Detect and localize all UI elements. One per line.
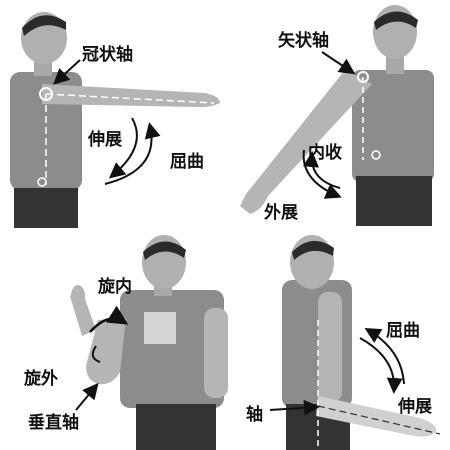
extension-label: 伸展 bbox=[87, 129, 122, 150]
vertical-axis-pointer bbox=[76, 386, 96, 410]
flexion-label: 屈曲 bbox=[386, 321, 420, 341]
vertical-axis-label: 垂直轴 bbox=[28, 412, 79, 433]
pants bbox=[356, 176, 432, 226]
axis-pointer-arrow bbox=[322, 52, 352, 72]
sagittal-axis-label: 矢状轴 bbox=[278, 30, 329, 51]
coronal-axis-label: 冠状轴 bbox=[82, 44, 133, 65]
figure-front-view bbox=[70, 235, 228, 450]
internal-rotation-label: 旋内 bbox=[97, 276, 132, 297]
panel-bottom-left: 旋内 旋外 垂直轴 bbox=[23, 235, 228, 450]
upper-arm bbox=[318, 292, 342, 402]
extension-label: 伸展 bbox=[397, 396, 432, 417]
panel-bottom-right: 屈曲 伸展 轴 bbox=[246, 235, 440, 450]
hand bbox=[71, 285, 85, 307]
external-rotation-label: 旋外 bbox=[23, 368, 58, 389]
figure-front-view bbox=[240, 5, 434, 226]
panel-top-right: 矢状轴 内收 外展 bbox=[240, 5, 434, 226]
figure-side-view bbox=[282, 235, 440, 450]
abduction-label: 外展 bbox=[264, 202, 298, 223]
adduction-label: 内收 bbox=[308, 142, 342, 163]
panel-top-left: 冠状轴 伸展 屈曲 bbox=[10, 12, 220, 228]
flexion-label: 屈曲 bbox=[170, 152, 204, 172]
pants bbox=[14, 188, 78, 228]
axis-label: 轴 bbox=[246, 404, 263, 425]
right-arm bbox=[204, 308, 228, 398]
pants bbox=[136, 404, 216, 450]
chest-patch bbox=[144, 312, 176, 344]
